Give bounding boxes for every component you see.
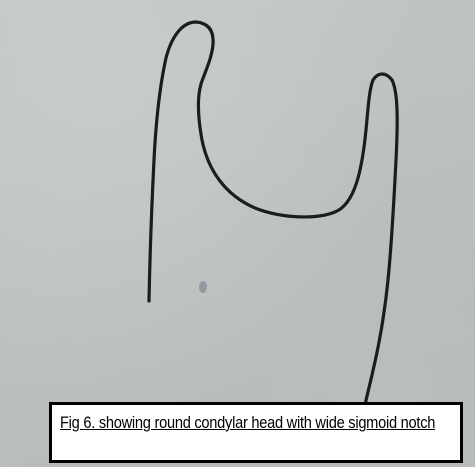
figure-caption: Fig 6. showing round condylar head with … xyxy=(60,411,456,434)
figure-caption-box: Fig 6. showing round condylar head with … xyxy=(49,402,463,463)
ramus-outline xyxy=(149,22,397,405)
pencil-smudge xyxy=(199,281,207,293)
